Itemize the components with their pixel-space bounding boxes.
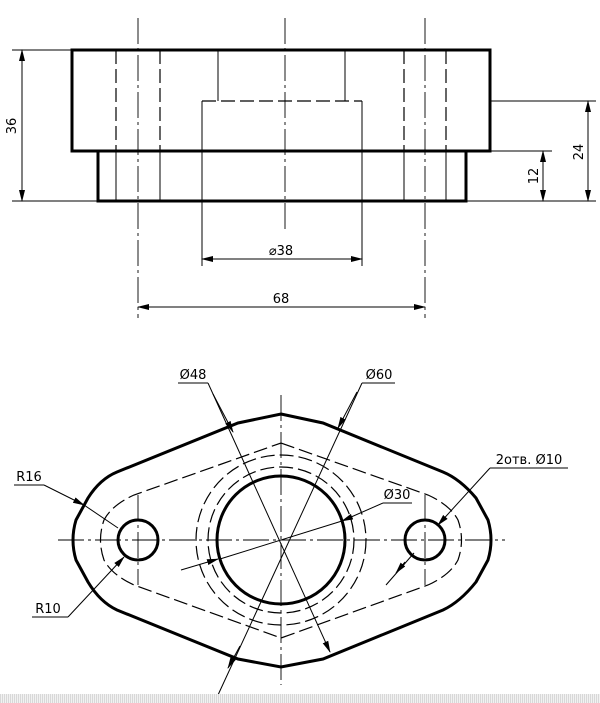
leader-circle-48: Ø48: [178, 368, 331, 653]
bottom-scan-strip: [0, 694, 600, 703]
label-radius-10: R10: [35, 602, 61, 617]
label-circle-48: Ø48: [180, 368, 207, 383]
top-outer-contour: [71, 412, 493, 669]
top-view: Ø48 Ø60 R16 2отв. Ø10: [14, 368, 568, 696]
dim-hole-spacing: 68: [137, 292, 426, 310]
leader-radius-16: R16: [14, 470, 119, 529]
dim-hole-spacing-text: 68: [273, 292, 290, 307]
label-circle-60: Ø60: [366, 368, 393, 383]
dim-height-flange: 12: [527, 150, 546, 202]
leader-radius-10: R10: [32, 556, 125, 618]
dim-height-flange-text: 12: [527, 168, 542, 185]
dim-bore-diameter-text: ⌀38: [269, 244, 293, 259]
front-lower-flange-outline: [96, 149, 468, 203]
top-inner-dashed-contour: [99, 442, 463, 639]
leader-bore-30: Ø30: [180, 488, 412, 571]
front-upper-visible-lines: [217, 50, 346, 101]
label-radius-16: R16: [16, 470, 42, 485]
leader-holes: 2отв. Ø10: [385, 453, 568, 586]
dim-height-upper-bore: 24: [572, 100, 591, 202]
label-holes: 2отв. Ø10: [496, 453, 563, 468]
dim-height-total-text: 36: [5, 118, 20, 135]
dim-bore-diameter: ⌀38: [201, 244, 363, 262]
label-bore-30: Ø30: [384, 488, 411, 503]
leader-circle-60: Ø60: [217, 368, 395, 696]
dim-height-total: 36: [5, 49, 26, 202]
front-center-lines: [137, 18, 426, 318]
front-hidden-lines: [115, 50, 447, 151]
front-view: 36 24 12 ⌀38 68: [5, 18, 596, 318]
dim-height-upper-bore-text: 24: [572, 144, 587, 161]
front-extension-lines: [12, 49, 596, 266]
front-flange-visible-lines: [115, 101, 447, 201]
